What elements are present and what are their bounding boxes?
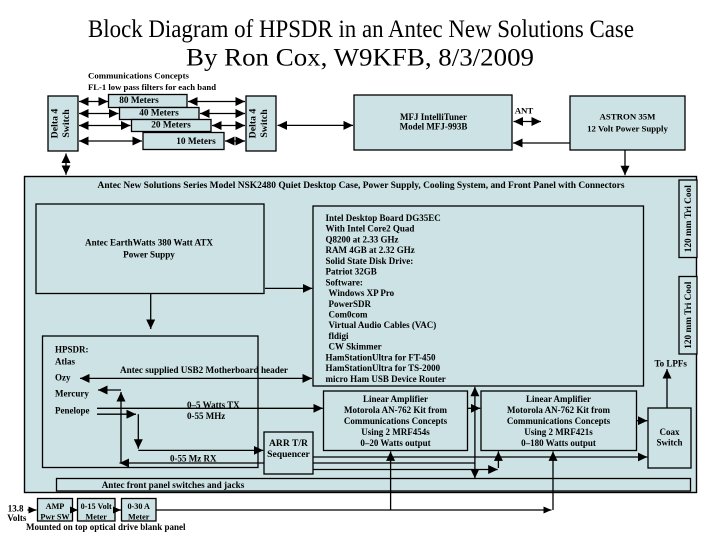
svg-text:MFJ IntelliTuner: MFJ IntelliTuner bbox=[400, 112, 467, 122]
svg-text:Sequencer: Sequencer bbox=[267, 449, 310, 460]
svg-text:0–180 Watts output: 0–180 Watts output bbox=[521, 438, 596, 448]
svg-text:Intel Desktop Board DG35EC: Intel Desktop Board DG35EC bbox=[326, 213, 441, 223]
svg-text:Antec New Solutions Series Mod: Antec New Solutions Series Model NSK2480… bbox=[98, 181, 625, 191]
svg-text:120 mm Tri Cool: 120 mm Tri Cool bbox=[684, 281, 694, 348]
svg-text:Using 2 MRF454s: Using 2 MRF454s bbox=[361, 427, 430, 437]
svg-text:Delta 4: Delta 4 bbox=[248, 109, 259, 139]
svg-text:Q8200 at 2.33 GHz: Q8200 at 2.33 GHz bbox=[326, 235, 399, 245]
svg-text:Delta 4: Delta 4 bbox=[50, 109, 61, 139]
svg-text:0–5 Watts TX: 0–5 Watts TX bbox=[187, 400, 240, 410]
svg-text:0-55 MHz: 0-55 MHz bbox=[187, 411, 225, 421]
svg-text:Block Diagram of HPSDR in an A: Block Diagram of HPSDR in an Antec New S… bbox=[88, 16, 634, 43]
svg-text:RAM 4GB at 2.32 GHz: RAM 4GB at 2.32 GHz bbox=[326, 245, 415, 255]
svg-text:Communications Concepts: Communications Concepts bbox=[88, 71, 190, 81]
svg-text:Communications Concepts: Communications Concepts bbox=[507, 416, 611, 426]
svg-text:Motorola AN-762 Kit from: Motorola AN-762 Kit from bbox=[344, 405, 447, 415]
svg-text:With Intel Core2 Quad: With Intel Core2 Quad bbox=[326, 224, 415, 234]
svg-text:Model MFJ-993B: Model MFJ-993B bbox=[400, 122, 468, 132]
svg-text:Switch: Switch bbox=[259, 109, 270, 138]
svg-text:Communications Concepts: Communications Concepts bbox=[344, 416, 448, 426]
svg-text:micro Ham USB Device Router: micro Ham USB Device Router bbox=[326, 374, 446, 384]
svg-text:Power Suppy: Power Suppy bbox=[123, 250, 175, 260]
svg-text:Patriot 32GB: Patriot 32GB bbox=[326, 267, 377, 277]
svg-text:20 Meters: 20 Meters bbox=[151, 120, 191, 130]
svg-text:10 Meters: 10 Meters bbox=[176, 137, 216, 147]
svg-text:By Ron Cox, W9KFB, 8/3/2009: By Ron Cox, W9KFB, 8/3/2009 bbox=[186, 45, 534, 72]
svg-text:ASTRON 35M: ASTRON 35M bbox=[600, 112, 657, 122]
svg-text:HamStationUltra for FT-450: HamStationUltra for FT-450 bbox=[326, 352, 436, 362]
svg-text:Meter: Meter bbox=[86, 513, 108, 522]
svg-text:Using 2 MRF421s: Using 2 MRF421s bbox=[524, 427, 593, 437]
svg-text:120 mm Tri Cool: 120 mm Tri Cool bbox=[684, 185, 694, 252]
svg-text:0-15 Volt: 0-15 Volt bbox=[81, 502, 112, 511]
svg-text:HPSDR:: HPSDR: bbox=[55, 345, 89, 355]
svg-text:Antec EarthWatts 380 Watt ATX: Antec EarthWatts 380 Watt ATX bbox=[85, 238, 213, 248]
svg-text:0-30 A: 0-30 A bbox=[127, 502, 150, 511]
svg-text:12 Volt Power Supply: 12 Volt Power Supply bbox=[587, 124, 668, 134]
svg-text:Solid State Disk Drive:: Solid State Disk Drive: bbox=[326, 256, 414, 266]
svg-text:Motorola AN-762 Kit from: Motorola AN-762 Kit from bbox=[507, 405, 610, 415]
svg-text:13.8: 13.8 bbox=[8, 504, 24, 514]
svg-text:Software:: Software: bbox=[326, 277, 363, 287]
svg-text:Coax: Coax bbox=[660, 427, 680, 437]
svg-text:Mercury: Mercury bbox=[55, 389, 89, 399]
svg-text:ARR T/R: ARR T/R bbox=[269, 438, 309, 449]
svg-text:HamStationUltra for TS-2000: HamStationUltra for TS-2000 bbox=[326, 363, 441, 373]
svg-text:CW Skimmer: CW Skimmer bbox=[329, 342, 382, 352]
svg-text:40 Meters: 40 Meters bbox=[139, 108, 179, 118]
svg-text:PowerSDR: PowerSDR bbox=[329, 299, 372, 309]
svg-text:Switch: Switch bbox=[656, 438, 682, 448]
svg-text:Atlas: Atlas bbox=[55, 357, 75, 367]
svg-text:FL-1 low pass filters for each: FL-1 low pass filters for each band bbox=[88, 82, 216, 92]
svg-text:0–20 Watts output: 0–20 Watts output bbox=[360, 438, 430, 448]
svg-text:Com0com: Com0com bbox=[329, 310, 368, 320]
svg-text:fldigi: fldigi bbox=[329, 331, 350, 341]
svg-text:Volts: Volts bbox=[7, 513, 27, 523]
svg-text:Antec supplied USB2 Motherboar: Antec supplied USB2 Motherboard header bbox=[120, 365, 288, 375]
svg-text:To LPFs: To LPFs bbox=[655, 359, 688, 369]
svg-text:80 Meters: 80 Meters bbox=[119, 96, 159, 106]
svg-text:Ozy: Ozy bbox=[55, 373, 71, 383]
svg-text:Virtual Audio Cables (VAC): Virtual Audio Cables (VAC) bbox=[329, 320, 437, 330]
svg-text:Mounted on top optical drive b: Mounted on top optical drive blank panel bbox=[26, 522, 186, 532]
svg-text:Antec front panel switches and: Antec front panel switches and jacks bbox=[102, 480, 245, 490]
svg-text:Penelope: Penelope bbox=[55, 406, 90, 416]
svg-text:Pwr SW: Pwr SW bbox=[40, 513, 70, 522]
svg-text:AMP: AMP bbox=[46, 502, 65, 511]
svg-text:Meter: Meter bbox=[128, 513, 150, 522]
svg-text:Linear Amplifier: Linear Amplifier bbox=[363, 394, 428, 404]
svg-text:Linear Amplifier: Linear Amplifier bbox=[526, 394, 591, 404]
svg-text:Switch: Switch bbox=[61, 109, 72, 138]
svg-text:0-55 Mz RX: 0-55 Mz RX bbox=[170, 454, 217, 464]
svg-text:ANT: ANT bbox=[515, 106, 534, 116]
svg-text:Windows XP Pro: Windows XP Pro bbox=[329, 288, 395, 298]
